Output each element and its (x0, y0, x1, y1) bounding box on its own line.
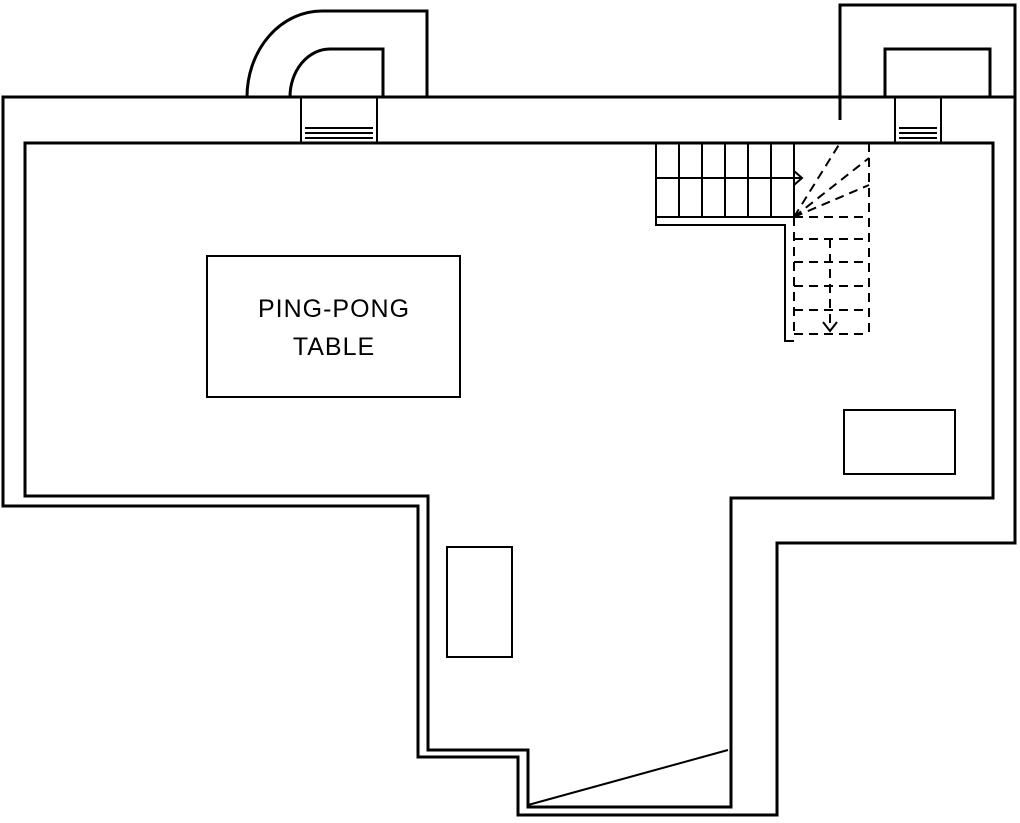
fixture-lower (446, 546, 513, 658)
inner-wall (23, 141, 995, 809)
window-well-left (245, 9, 429, 98)
window-well-right (838, 3, 1017, 120)
ping-pong-label-line1: PING-PONG (258, 295, 410, 323)
fixture-right (843, 409, 956, 475)
ping-pong-label-line2: TABLE (293, 333, 375, 361)
window-right (894, 96, 942, 144)
window-well-right-inner (883, 47, 992, 97)
window-well-left-inner (288, 47, 385, 98)
window-left (300, 96, 378, 144)
entry-ramp (527, 749, 729, 806)
staircase (655, 142, 870, 342)
outer-wall (1, 95, 1017, 817)
ping-pong-table: PING-PONG TABLE (206, 255, 461, 398)
